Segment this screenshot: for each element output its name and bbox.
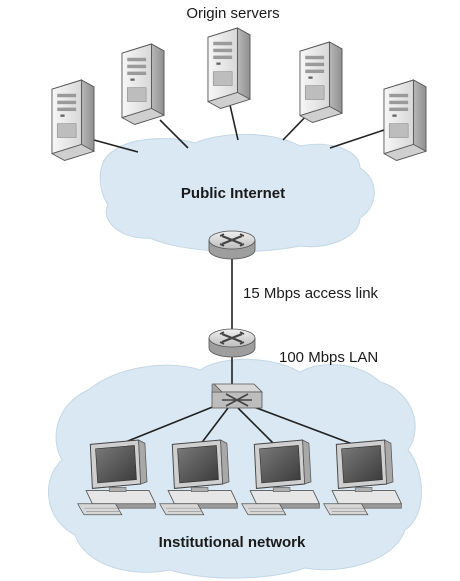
origin-servers-label: Origin servers — [186, 5, 279, 22]
server-tower-icon — [383, 79, 427, 162]
institutional-network-cloud — [48, 358, 422, 579]
lan-link-2 — [199, 407, 229, 446]
link-server-2 — [159, 119, 189, 149]
institutional-network-label: Institutional network — [159, 534, 306, 551]
public-internet-cloud — [99, 133, 375, 253]
server-tower-icon — [51, 79, 95, 162]
router-icon — [207, 229, 257, 261]
link-server-1 — [93, 139, 139, 153]
server-tower-icon — [207, 27, 251, 110]
lan-link-1 — [117, 403, 221, 446]
server-tower-icon — [299, 41, 343, 124]
lan-link-4 — [245, 403, 356, 446]
link-server-5 — [329, 127, 391, 149]
lan-link-3 — [237, 407, 276, 446]
public-internet-label: Public Internet — [181, 185, 285, 202]
router-icon — [207, 327, 257, 359]
switch-icon — [211, 383, 263, 409]
link-server-3 — [229, 104, 239, 141]
server-tower-icon — [121, 43, 165, 126]
lan-label: 100 Mbps LAN — [279, 349, 378, 366]
access-link-label: 15 Mbps access link — [243, 285, 379, 302]
